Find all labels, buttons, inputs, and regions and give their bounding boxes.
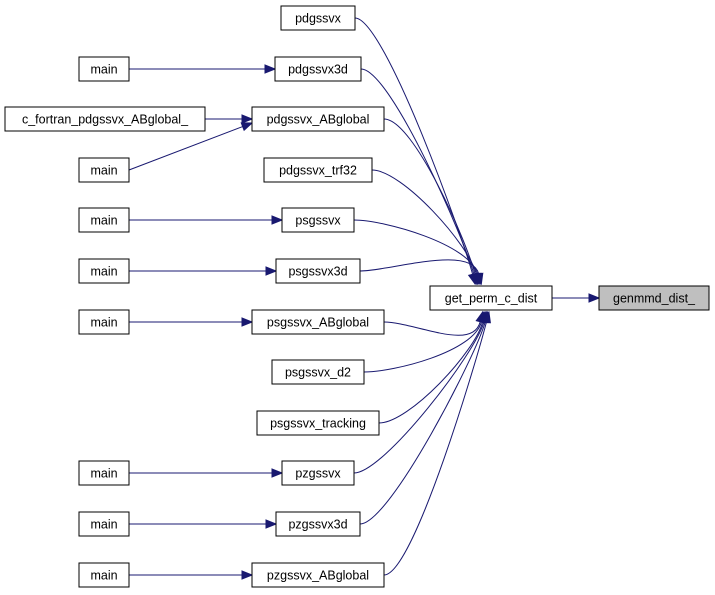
- node-main1[interactable]: main: [78, 56, 130, 82]
- node-label: pzgssvx_ABglobal: [267, 569, 369, 583]
- node-label: main: [90, 214, 117, 228]
- node-label: pdgssvx_trf32: [279, 164, 357, 178]
- node-box: [78, 56, 130, 82]
- node-label: pdgssvx_ABglobal: [267, 113, 370, 127]
- node-box: [598, 285, 710, 311]
- edge-main6-to-pzgssvx: [129, 468, 284, 478]
- node-label: psgssvx_ABglobal: [267, 316, 369, 330]
- node-main4[interactable]: main: [78, 258, 130, 284]
- edge-psgssvx3d-to-getperm: [359, 259, 484, 286]
- node-psgssvx_tracking[interactable]: psgssvx_tracking: [256, 410, 380, 436]
- nodes-layer: genmmd_dist_ get_perm_c_dist pdgssvx pdgssv…: [4, 5, 710, 588]
- node-cfortran[interactable]: c_fortran_pdgssvx_ABglobal_: [4, 106, 206, 132]
- node-box: [429, 285, 553, 311]
- node-box: [275, 258, 361, 284]
- node-box: [78, 207, 130, 233]
- edge-main5-to-psgssvx_ab: [129, 317, 254, 327]
- node-box: [281, 460, 355, 486]
- node-box: [78, 157, 130, 183]
- edge-pdgssvx3d-to-getperm: [360, 68, 479, 286]
- node-main3[interactable]: main: [78, 207, 130, 233]
- node-box: [251, 309, 385, 335]
- node-label: c_fortran_pdgssvx_ABglobal_: [22, 113, 189, 127]
- edges-layer: [128, 17, 601, 580]
- node-box: [78, 511, 130, 537]
- node-pdgssvx3d[interactable]: pdgssvx3d: [274, 56, 362, 82]
- node-label: main: [90, 164, 117, 178]
- node-psgssvx3d[interactable]: psgssvx3d: [275, 258, 361, 284]
- node-psgssvx_ab[interactable]: psgssvx_ABglobal: [251, 309, 385, 335]
- edge-pzgssvx-to-getperm: [353, 310, 489, 474]
- edge-main8-to-pzgssvx_ab: [129, 570, 254, 580]
- edge-main7-to-pzgssvx3d: [129, 519, 278, 529]
- node-main6[interactable]: main: [78, 460, 130, 486]
- node-label: main: [90, 467, 117, 481]
- node-label: main: [90, 316, 117, 330]
- edge-main3-to-psgssvx: [129, 215, 284, 225]
- edge-main4-to-psgssvx3d: [129, 266, 278, 276]
- node-box: [78, 258, 130, 284]
- node-box: [251, 106, 385, 132]
- edge-pdgssvx_trf32-to-getperm: [371, 169, 481, 286]
- node-pzgssvx[interactable]: pzgssvx: [281, 460, 355, 486]
- node-label: genmmd_dist_: [613, 292, 696, 306]
- node-label: pzgssvx: [295, 467, 341, 481]
- node-label: get_perm_c_dist: [445, 292, 538, 306]
- node-genmmd[interactable]: genmmd_dist_: [598, 285, 710, 311]
- node-label: psgssvx3d: [288, 265, 347, 279]
- node-psgssvx_d2[interactable]: psgssvx_d2: [271, 359, 365, 385]
- node-label: psgssvx_tracking: [270, 417, 366, 431]
- node-label: main: [90, 265, 117, 279]
- edge-getperm-to-genmmd: [552, 293, 601, 303]
- node-box: [263, 157, 373, 183]
- node-label: psgssvx: [295, 214, 341, 228]
- node-label: main: [90, 518, 117, 532]
- node-box: [4, 106, 206, 132]
- node-box: [256, 410, 380, 436]
- node-pdgssvx[interactable]: pdgssvx: [280, 5, 356, 31]
- node-pdgssvx_ab[interactable]: pdgssvx_ABglobal: [251, 106, 385, 132]
- node-psgssvx[interactable]: psgssvx: [281, 207, 355, 233]
- node-box: [274, 56, 362, 82]
- edge-psgssvx_ab-to-getperm: [383, 310, 485, 336]
- edge-main2-to-pdgssvx_ab: [128, 122, 254, 171]
- edge-psgssvx-to-getperm: [353, 219, 483, 286]
- node-box: [281, 207, 355, 233]
- node-label: main: [90, 63, 117, 77]
- node-getperm[interactable]: get_perm_c_dist: [429, 285, 553, 311]
- node-box: [78, 460, 130, 486]
- node-label: main: [90, 569, 117, 583]
- node-label: pdgssvx3d: [288, 63, 348, 77]
- node-main8[interactable]: main: [78, 562, 130, 588]
- edge-pdgssvx-to-getperm: [354, 17, 478, 286]
- edge-main1-to-pdgssvx3d: [129, 64, 277, 74]
- edge-cfortran-to-pdgssvx_ab: [205, 114, 254, 124]
- node-pzgssvx3d[interactable]: pzgssvx3d: [275, 511, 361, 537]
- node-label: pdgssvx: [295, 12, 342, 26]
- node-box: [78, 562, 130, 588]
- edge-pzgssvx_ab-to-getperm: [383, 310, 491, 576]
- edge-psgssvx_tracking-to-getperm: [378, 310, 488, 424]
- node-label: psgssvx_d2: [285, 366, 351, 380]
- node-box: [271, 359, 365, 385]
- node-main7[interactable]: main: [78, 511, 130, 537]
- node-box: [78, 309, 130, 335]
- node-main2[interactable]: main: [78, 157, 130, 183]
- node-box: [251, 562, 385, 588]
- edge-pdgssvx_ab-to-getperm: [383, 118, 480, 286]
- node-box: [275, 511, 361, 537]
- node-pdgssvx_trf32[interactable]: pdgssvx_trf32: [263, 157, 373, 183]
- node-pzgssvx_ab[interactable]: pzgssvx_ABglobal: [251, 562, 385, 588]
- node-main5[interactable]: main: [78, 309, 130, 335]
- node-label: pzgssvx3d: [288, 518, 347, 532]
- node-box: [280, 5, 356, 31]
